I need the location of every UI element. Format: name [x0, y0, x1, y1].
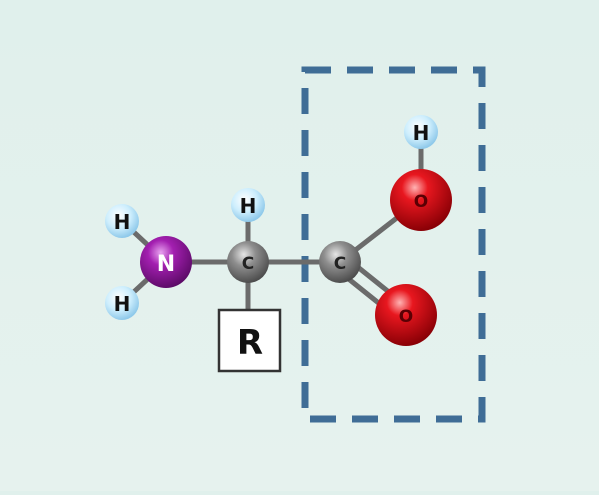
- atom-nitrogen: N: [140, 236, 192, 288]
- hydrogen-sphere: [231, 188, 265, 222]
- atom-label: C: [334, 254, 346, 274]
- carbon-sphere: [227, 241, 269, 283]
- oxygen-sphere: [375, 284, 437, 346]
- atom-alpha-carbon: C: [227, 241, 269, 283]
- bonds: [119, 129, 424, 324]
- carbon-sphere: [319, 241, 361, 283]
- atom-h-alpha: H: [231, 188, 265, 222]
- side-chain-label: R: [237, 323, 263, 363]
- atom-label: H: [114, 292, 131, 316]
- atom-h-hydroxyl: H: [404, 115, 438, 149]
- carboxyl-highlight-box: [301, 66, 486, 423]
- atom-h-n-top: H: [105, 204, 139, 238]
- atom-label: O: [414, 192, 428, 212]
- atom-label: O: [399, 307, 413, 327]
- atom-carboxyl-carbon: C: [319, 241, 361, 283]
- atom-h-n-bottom: H: [105, 286, 139, 320]
- atom-label: H: [240, 194, 257, 218]
- hydrogen-sphere: [105, 286, 139, 320]
- side-chain-box: [217, 308, 282, 373]
- oxygen-sphere: [390, 169, 452, 231]
- atom-label: H: [114, 210, 131, 234]
- atom-label: N: [157, 252, 175, 277]
- hydrogen-sphere: [105, 204, 139, 238]
- hydrogen-sphere: [404, 115, 438, 149]
- atom-hydroxyl-oxygen: O: [390, 169, 452, 231]
- nitrogen-sphere: [140, 236, 192, 288]
- atom-carbonyl-oxygen: O: [375, 284, 437, 346]
- atom-label: H: [413, 121, 430, 145]
- atom-label: C: [242, 254, 254, 274]
- side-chain-r: R: [217, 308, 282, 373]
